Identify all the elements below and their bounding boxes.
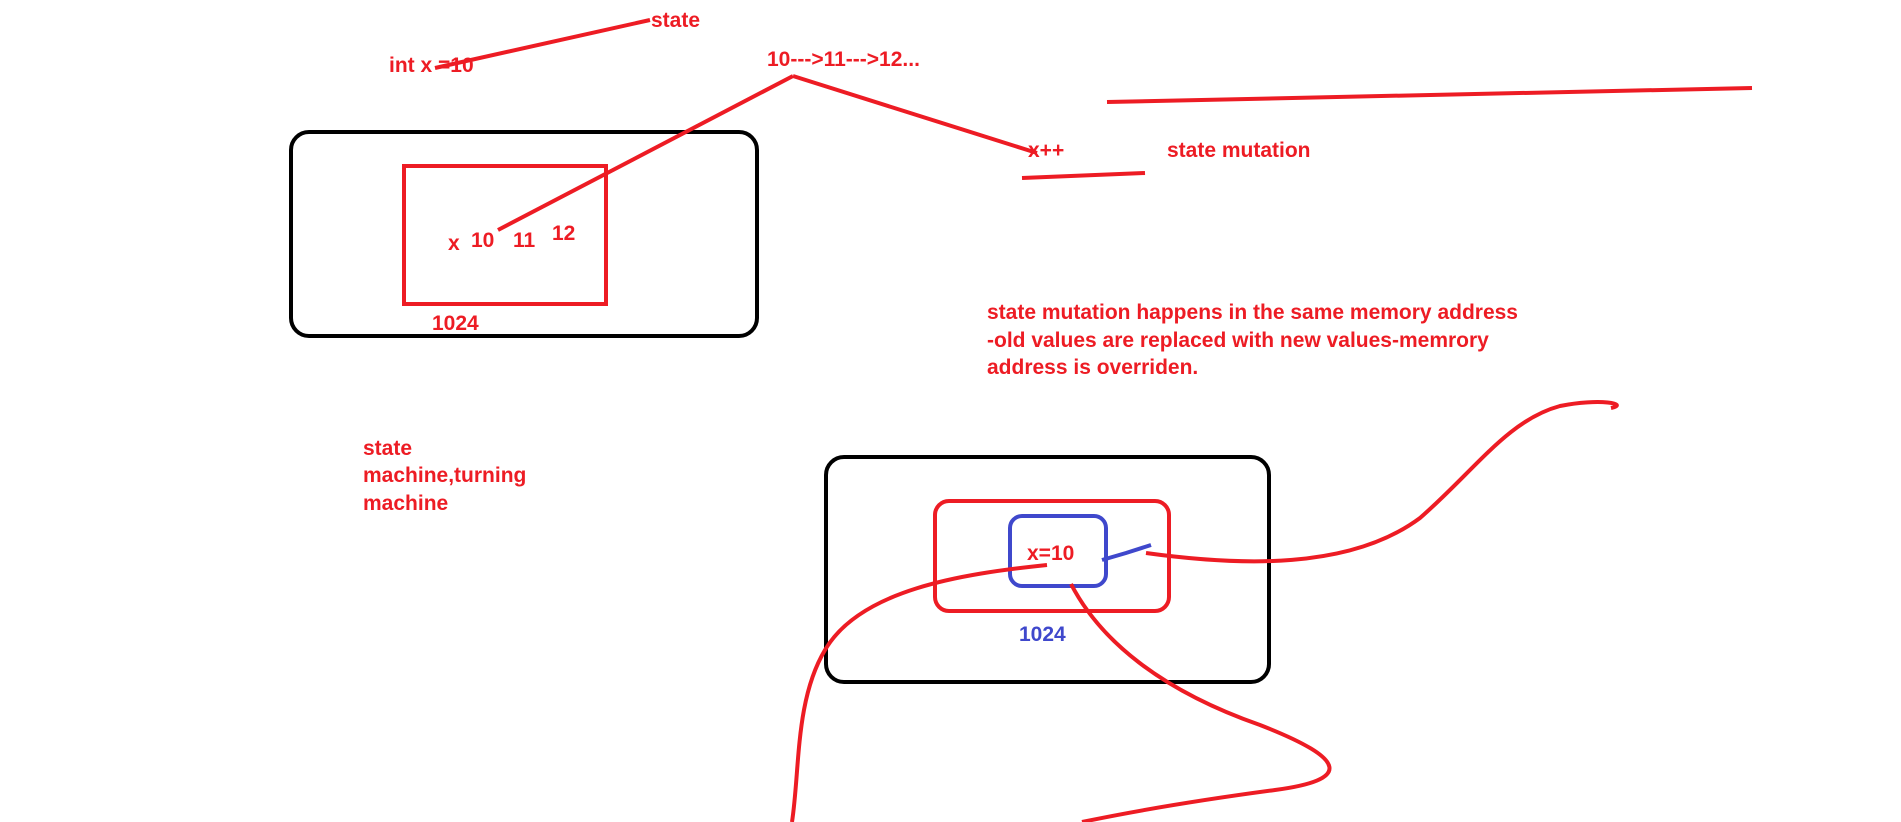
red-curve-right	[1145, 400, 1619, 564]
memory-value-11: 11	[513, 229, 536, 252]
memory-value-12: 12	[552, 222, 575, 245]
inner-value-label: x=10	[1027, 542, 1074, 565]
memory-value-10: 10	[471, 229, 494, 252]
blue-pointer-stroke	[1101, 543, 1152, 562]
memory-label-x: x	[448, 232, 460, 255]
value-slot-blue	[1008, 514, 1108, 588]
connector-int-to-state	[434, 18, 651, 70]
label-state-top: state	[651, 9, 700, 32]
red-curve-bottom	[1069, 583, 1332, 822]
note-line-2: -old values are replaced with new values…	[987, 329, 1489, 352]
label-state-mutation: state mutation	[1167, 139, 1311, 162]
note-line-1: state mutation happens in the same memor…	[987, 301, 1518, 324]
state-machine-line-3: machine	[363, 492, 448, 515]
long-horizontal-stroke	[1106, 86, 1753, 104]
state-machine-line-1: state	[363, 437, 412, 460]
memory-cell-top	[402, 164, 608, 306]
connector-sequence-to-increment	[792, 74, 1038, 155]
outer-memory-box-bottom	[824, 455, 1271, 684]
address-label-top: 1024	[432, 312, 479, 335]
label-sequence: 10--->11--->12...	[767, 48, 920, 71]
outer-memory-box-top	[289, 130, 759, 338]
label-int-x: int x =10	[389, 54, 474, 77]
connector-cell-to-sequence	[497, 74, 794, 232]
label-x-increment: x++	[1028, 139, 1064, 162]
red-curve-left	[790, 563, 1048, 822]
state-machine-line-2: machine,turning	[363, 464, 526, 487]
address-label-bottom: 1024	[1019, 623, 1066, 646]
underline-increment	[1021, 171, 1146, 180]
note-line-3: address is overriden.	[987, 356, 1198, 379]
